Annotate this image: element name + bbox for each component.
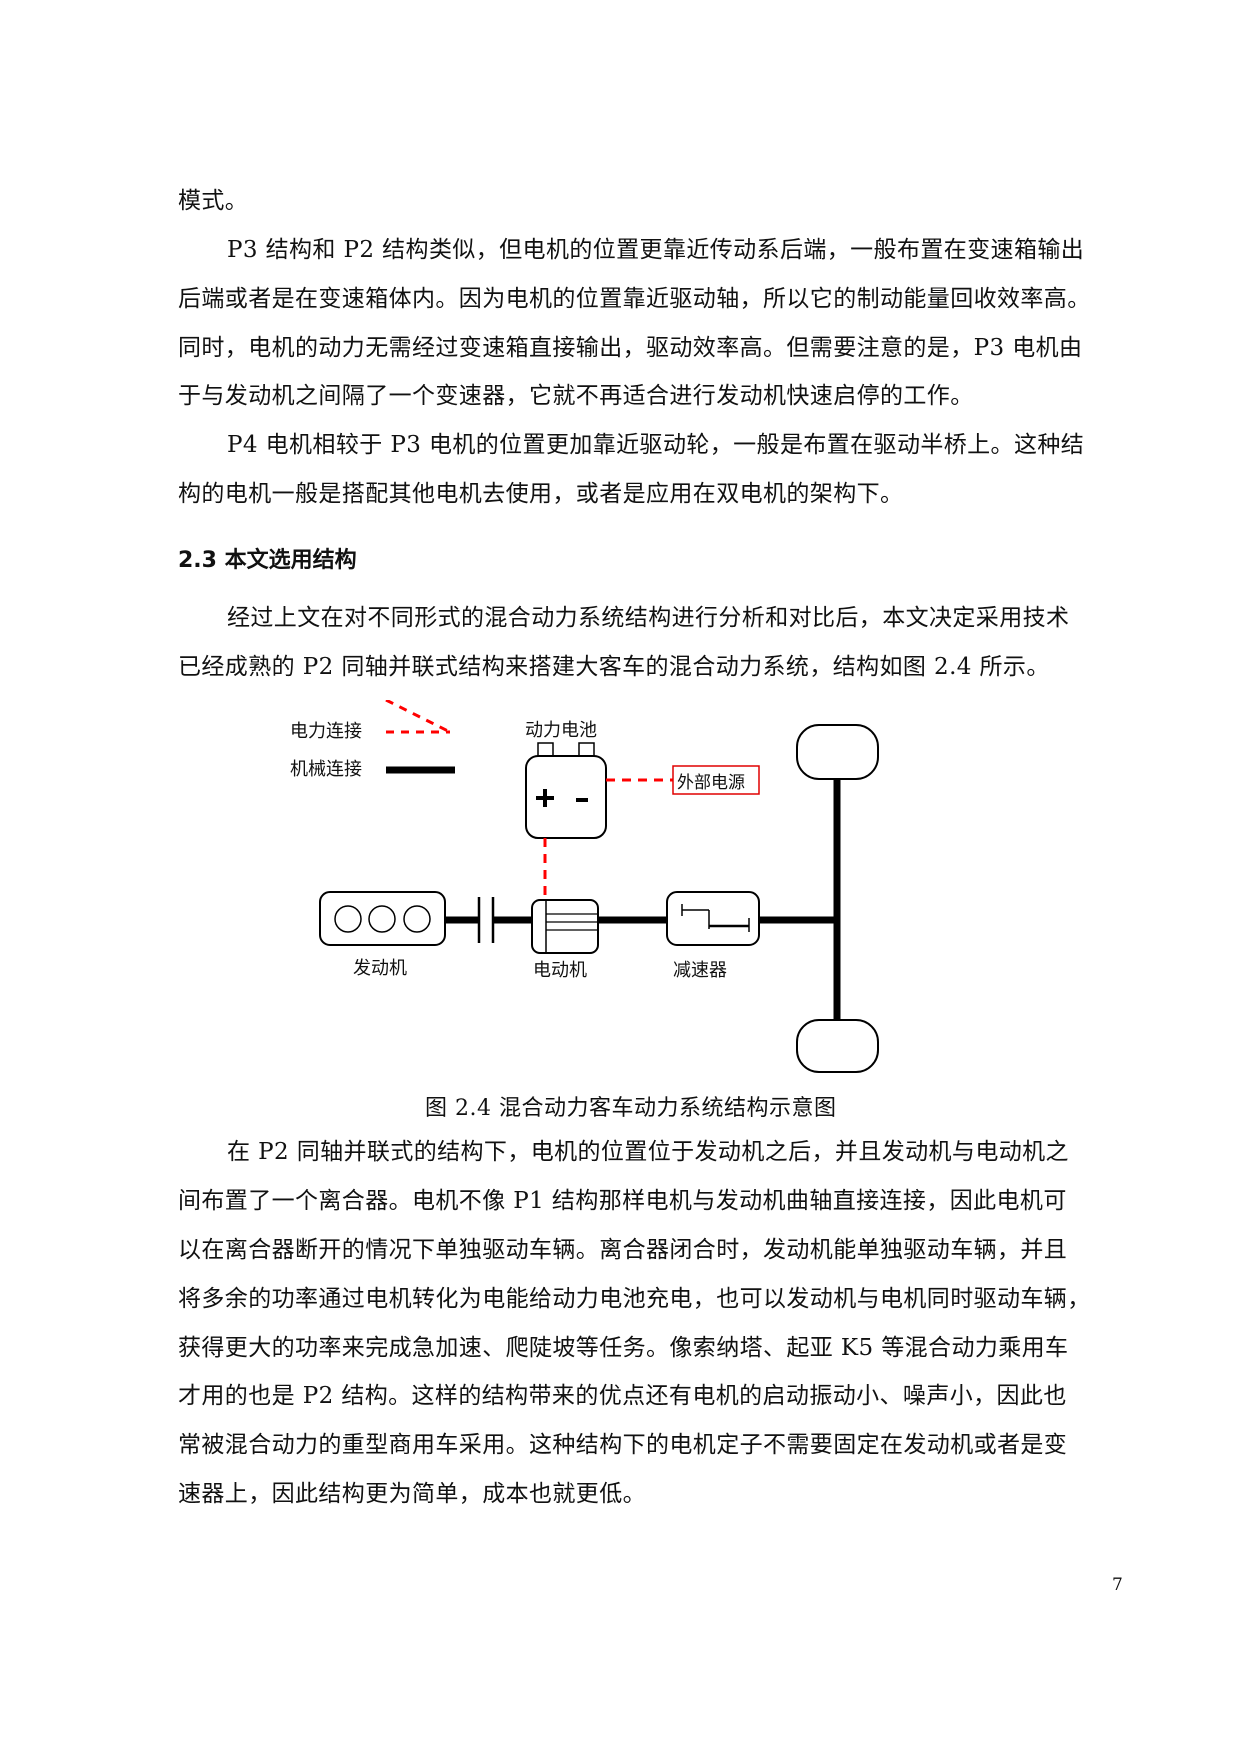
text-line: 以在离合器断开的情况下单独驱动车辆。离合器闭合时，发动机能单独驱动车辆，并且 bbox=[178, 1237, 1068, 1263]
text-line: 已经成熟的 P2 同轴并联式结构来搭建大客车的混合动力系统，结构如图 2.4 所… bbox=[178, 654, 1050, 680]
diagram-graphics bbox=[319, 698, 879, 1073]
battery-icon bbox=[525, 755, 607, 839]
legend-mechanical-label: 机械连接 bbox=[290, 759, 362, 780]
reducer-label: 减速器 bbox=[673, 960, 727, 981]
external-power-box bbox=[672, 765, 760, 795]
text-line: 在 P2 同轴并联式的结构下，电机的位置位于发动机之后，并且发动机与电动机之 bbox=[227, 1139, 1069, 1165]
reducer-icon bbox=[666, 891, 760, 946]
text-line: 获得更大的功率来完成急加速、爬陡坡等任务。像索纳塔、起亚 K5 等混合动力乘用车 bbox=[178, 1335, 1069, 1361]
text-line: 后端或者是在变速箱体内。因为电机的位置靠近驱动轴，所以它的制动能量回收效率高。 bbox=[178, 286, 1091, 312]
text-line: 将多余的功率通过电机转化为电能给动力电池充电，也可以发动机与电机同时驱动车辆， bbox=[178, 1286, 1091, 1312]
text-line: 间布置了一个离合器。电机不像 P1 结构那样电机与发动机曲轴直接连接，因此电机可 bbox=[178, 1188, 1067, 1214]
motor-icon bbox=[531, 899, 599, 954]
external-power-label: 外部电源 bbox=[677, 773, 745, 793]
powertrain-diagram: 电力连接 机械连接 动力电池 外部电源 发动机 电动机 减速器 bbox=[290, 698, 1000, 1080]
engine-label: 发动机 bbox=[353, 958, 407, 979]
page-number: 7 bbox=[1112, 1575, 1123, 1595]
text-line: 构的电机一般是搭配其他电机去使用，或者是应用在双电机的架构下。 bbox=[178, 481, 904, 507]
text-line: 同时，电机的动力无需经过变速箱直接输出，驱动效率高。但需要注意的是，P3 电机由 bbox=[178, 335, 1083, 361]
text-line: 经过上文在对不同形式的混合动力系统结构进行分析和对比后，本文决定采用技术 bbox=[227, 605, 1070, 631]
legend-electric-label: 电力连接 bbox=[290, 721, 362, 742]
figure-caption: 图 2.4 混合动力客车动力系统结构示意图 bbox=[425, 1096, 837, 1121]
text-line: P3 结构和 P2 结构类似，但电机的位置更靠近传动系后端，一般布置在变速箱输出 bbox=[227, 237, 1085, 263]
text-line: 才用的也是 P2 结构。这样的结构带来的优点还有电机的启动振动小、噪声小，因此也 bbox=[178, 1383, 1067, 1409]
text-line: 模式。 bbox=[178, 188, 249, 214]
text-line: 于与发动机之间隔了一个变速器，它就不再适合进行发动机快速启停的工作。 bbox=[178, 383, 974, 409]
battery-label: 动力电池 bbox=[525, 720, 597, 741]
wheel-bottom-icon bbox=[796, 1019, 879, 1073]
legend-electric-line-icon bbox=[385, 698, 451, 734]
text-line: P4 电机相较于 P3 电机的位置更加靠近驱动轮，一般是布置在驱动半桥上。这种结 bbox=[227, 432, 1085, 458]
motor-label: 电动机 bbox=[533, 960, 587, 981]
text-line: 常被混合动力的重型商用车采用。这种结构下的电机定子不需要固定在发动机或者是变 bbox=[178, 1432, 1068, 1458]
text-line: 速器上，因此结构更为简单，成本也就更低。 bbox=[178, 1481, 646, 1507]
wheel-top-icon bbox=[796, 724, 879, 780]
section-heading: 2.3 本文选用结构 bbox=[178, 548, 357, 573]
